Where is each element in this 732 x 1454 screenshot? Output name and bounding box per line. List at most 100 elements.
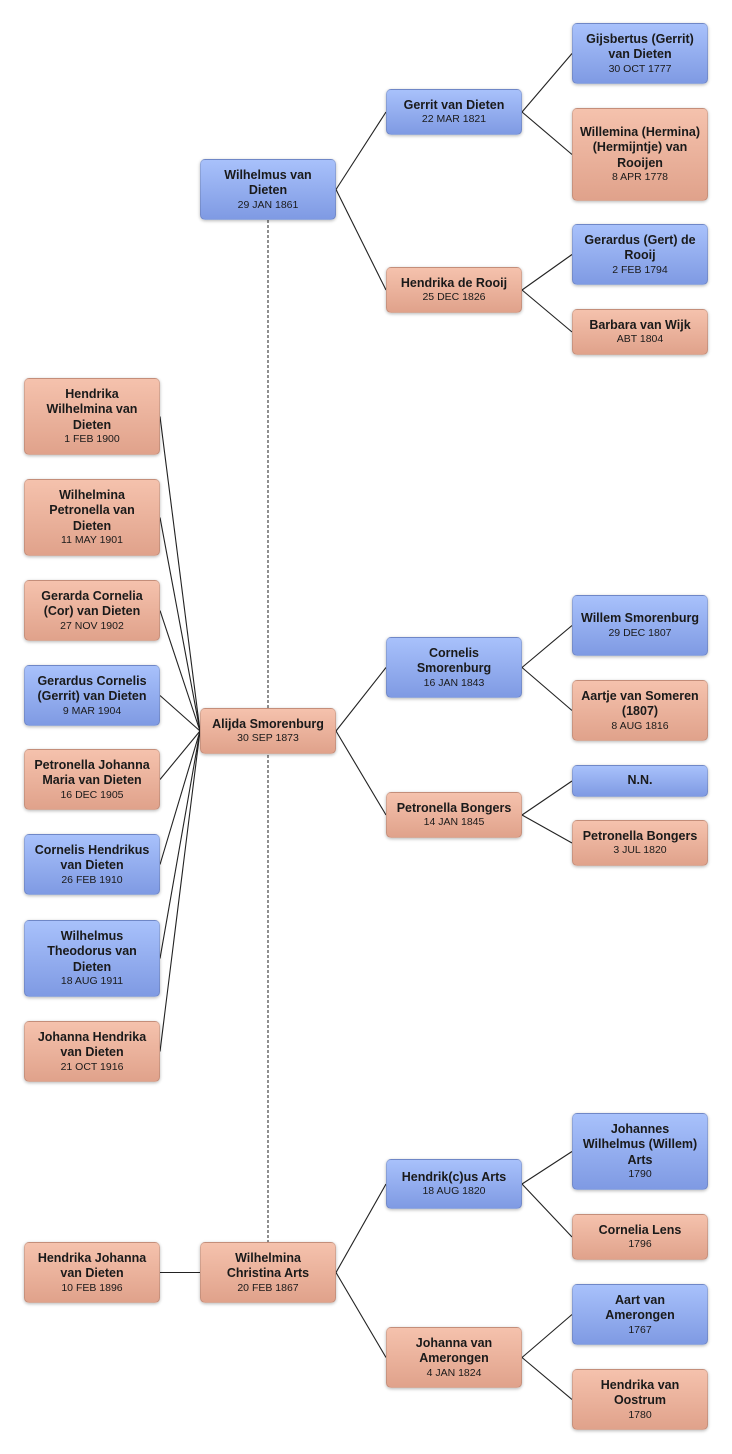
child-link — [159, 610, 201, 732]
person-name: Johanna van Amerongen — [415, 1335, 493, 1366]
parent-link — [521, 814, 573, 844]
parent-link — [521, 1357, 573, 1400]
person-date: 8 AUG 1816 — [611, 719, 669, 732]
person-name: Petronella Bongers — [396, 800, 512, 815]
person-date: 20 FEB 1867 — [237, 1281, 299, 1294]
person-name: Wilhelmina Petronella van Dieten — [49, 487, 135, 533]
person-name: Cornelia Lens — [598, 1222, 682, 1237]
person-name: Gijsbertus (Gerrit) van Dieten — [586, 31, 694, 62]
person-name: Cornelis Hendrikus van Dieten — [34, 842, 150, 873]
person-date: 8 APR 1778 — [611, 171, 669, 184]
parent-link — [335, 111, 387, 190]
person-name: Hendrika van Oostrum — [600, 1377, 680, 1408]
person-name: Wilhelmina Christina Arts — [226, 1250, 310, 1281]
person-name: Willemina (Hermina) (Hermijntje) van Roo… — [579, 124, 701, 170]
person-name: Gerarda Cornelia (Cor) van Dieten — [41, 588, 143, 619]
person-date: 26 FEB 1910 — [61, 873, 123, 886]
person-date: 1796 — [628, 1238, 652, 1251]
person-date: 11 MAY 1901 — [61, 534, 123, 547]
person-date: 14 JAN 1845 — [423, 816, 485, 829]
person-date: 29 JAN 1861 — [237, 198, 299, 211]
person-name: Hendrika Johanna van Dieten — [37, 1250, 147, 1281]
person-date: 1 FEB 1900 — [64, 433, 120, 446]
person-date: 21 OCT 1916 — [60, 1060, 124, 1073]
person-date: 22 MAR 1821 — [421, 113, 487, 126]
person-name: Aart van Amerongen — [605, 1292, 675, 1323]
person-name: Hendrika Wilhelmina van Dieten — [46, 386, 138, 432]
person-date: 30 OCT 1777 — [608, 62, 672, 75]
person-name: Hendrik(c)us Arts — [401, 1169, 507, 1184]
person-node-aartje[interactable]: Aartje van Someren (1807)8 AUG 1816 — [572, 680, 708, 741]
person-date: 1790 — [628, 1168, 652, 1181]
person-name: Petronella Bongers — [582, 828, 698, 843]
parent-link — [335, 1183, 387, 1273]
person-name: Wilhelmus van Dieten — [224, 167, 312, 198]
child-link — [159, 730, 201, 780]
person-name: Petronella Johanna Maria van Dieten — [34, 757, 150, 788]
person-date: 18 AUG 1820 — [422, 1185, 486, 1198]
person-date: 10 FEB 1896 — [61, 1281, 123, 1294]
person-date: 16 JAN 1843 — [423, 676, 485, 689]
person-node-nn[interactable]: N.N. — [572, 765, 708, 797]
person-node-willemina-rooijen[interactable]: Willemina (Hermina) (Hermijntje) van Roo… — [572, 108, 708, 201]
person-name: Hendrika de Rooij — [400, 275, 508, 290]
person-name: Willem Smorenburg — [581, 611, 699, 626]
person-name: N.N. — [627, 773, 653, 788]
person-name: Cornelis Smorenburg — [416, 645, 492, 676]
person-date: 30 SEP 1873 — [237, 732, 299, 745]
parent-link — [521, 289, 573, 333]
parent-link — [335, 667, 387, 732]
parent-link — [521, 1151, 573, 1185]
person-date: 2 FEB 1794 — [612, 263, 668, 276]
child-link — [159, 695, 201, 732]
person-date: 27 NOV 1902 — [60, 619, 124, 632]
person-date: 1767 — [628, 1323, 652, 1336]
parent-link — [521, 53, 573, 113]
child-link — [159, 730, 201, 865]
person-date: 4 JAN 1824 — [426, 1366, 482, 1379]
person-date: ABT 1804 — [616, 333, 664, 346]
person-date: 29 DEC 1807 — [608, 626, 672, 639]
parent-link — [521, 111, 573, 155]
person-date: 9 MAR 1904 — [62, 704, 122, 717]
person-name: Wilhelmus Theodorus van Dieten — [47, 928, 137, 974]
person-name: Johannes Wilhelmus (Willem) Arts — [582, 1121, 698, 1167]
child-link — [159, 517, 201, 732]
person-date: 25 DEC 1826 — [422, 291, 486, 304]
parent-link — [521, 625, 573, 668]
person-date: 1780 — [628, 1408, 652, 1421]
person-name: Gerrit van Dieten — [403, 97, 505, 112]
parent-link — [521, 780, 573, 816]
person-name: Gerardus (Gert) de Rooij — [584, 232, 696, 263]
child-link — [159, 416, 201, 732]
